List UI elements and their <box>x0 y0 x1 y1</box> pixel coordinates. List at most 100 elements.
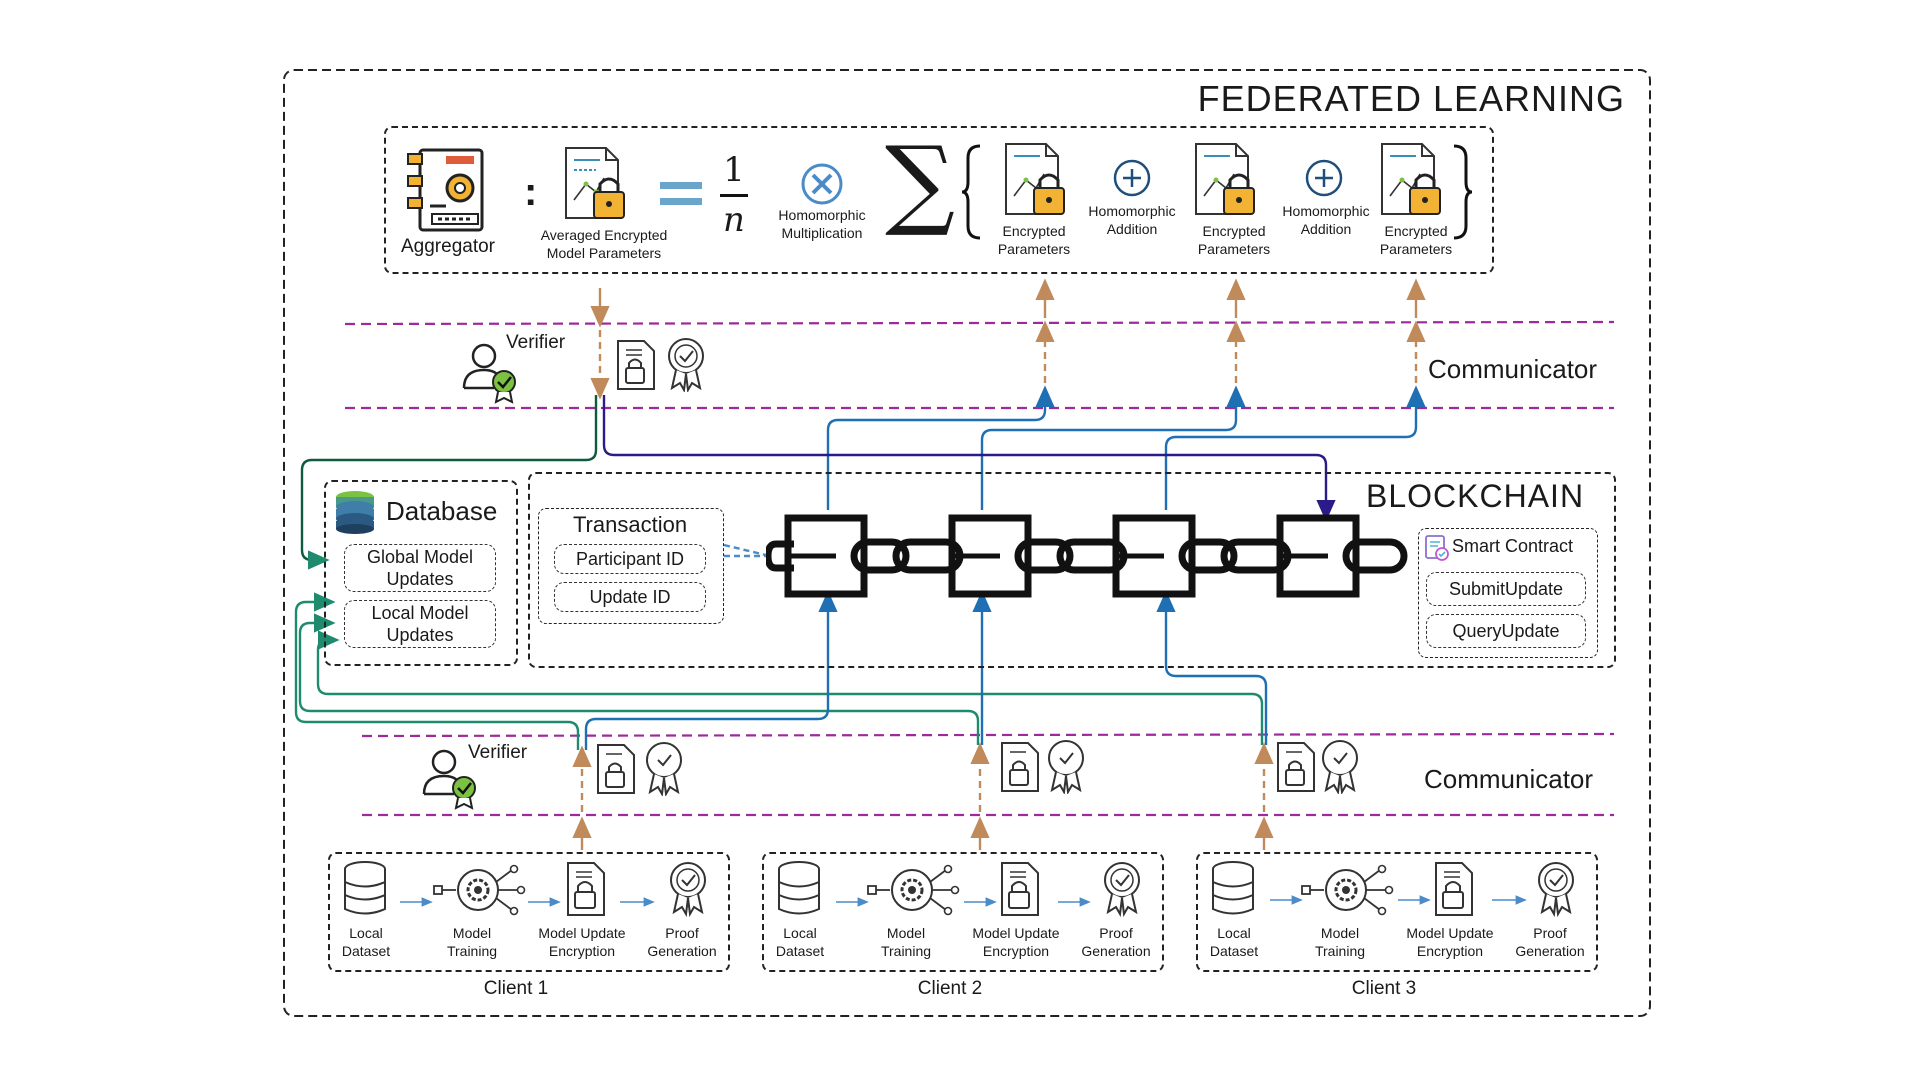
communicator-boundary-lines <box>344 320 1615 817</box>
model-training-label-line2: Training <box>880 943 932 959</box>
proof-generation-label-line2: Generation <box>647 943 717 959</box>
colon-symbol: : <box>524 170 538 214</box>
top-verifier-label: Verifier <box>506 332 566 353</box>
pipeline-arrows <box>400 895 1527 907</box>
proof-generation-label-line1: Proof <box>1099 925 1133 941</box>
local-dataset-label-line1: Local <box>1217 925 1251 941</box>
certificate-badge-icon <box>646 742 682 796</box>
encryption-label-line1: Model Update <box>972 925 1060 941</box>
participant-id-field[interactable]: Participant ID <box>554 544 706 574</box>
encrypted-params-1-line2: Parameters <box>997 241 1071 257</box>
block-to-communicator-lines <box>826 385 1426 510</box>
database-box <box>324 480 518 666</box>
client-box <box>328 852 730 972</box>
query-update-function[interactable]: QueryUpdate <box>1426 614 1586 648</box>
encrypted-proof-icon <box>1001 742 1039 792</box>
aggregation-formula-box <box>384 126 1494 274</box>
model-training-label-line2: Training <box>446 943 498 959</box>
left-brace <box>961 144 981 240</box>
smart-contract-title: Smart Contract <box>1452 536 1574 556</box>
encryption-icon <box>567 862 605 916</box>
verifier-to-block-line <box>602 395 1336 522</box>
local-dataset-label-line2: Dataset <box>341 943 391 959</box>
client-box <box>1196 852 1598 972</box>
certificate-badge-icon <box>1048 740 1084 794</box>
local-dataset-icon <box>344 861 386 915</box>
encrypted-parameters-icon <box>1005 143 1065 215</box>
hom-add-1-line1: Homomorphic <box>1088 203 1176 219</box>
encrypted-proof-icon <box>597 744 635 794</box>
parameters-up-arrows <box>1035 278 1426 395</box>
aggregator-icon <box>407 148 484 232</box>
fraction-bar <box>720 194 748 197</box>
client-to-block-lines <box>584 590 1268 750</box>
proof-generation-label-line1: Proof <box>665 925 699 941</box>
local-dataset-label-line2: Dataset <box>1209 943 1259 959</box>
local-dataset-icon <box>1212 861 1254 915</box>
blockchain-chain <box>766 514 1408 598</box>
certificate-badge-icon <box>668 338 704 392</box>
multiply-icon <box>801 163 843 205</box>
hom-add-2-line2: Addition <box>1300 221 1352 237</box>
database-title: Database <box>386 496 498 526</box>
model-training-label-line1: Model <box>452 925 492 941</box>
encrypted-proof-icon <box>1277 742 1315 792</box>
encryption-icon <box>1001 862 1039 916</box>
hom-mult-label-line2: Multiplication <box>781 225 863 241</box>
submit-update-function[interactable]: SubmitUpdate <box>1426 572 1586 606</box>
encryption-label-line2: Encryption <box>982 943 1050 959</box>
federated-learning-frame <box>283 69 1651 1017</box>
model-training-label-line1: Model <box>886 925 926 941</box>
transaction-link <box>723 543 771 558</box>
blockchain-title: BLOCKCHAIN <box>1366 478 1585 514</box>
model-training-icon <box>1301 864 1394 916</box>
addition-icon <box>1113 159 1151 197</box>
averaged-params-label-line1: Averaged Encrypted <box>540 227 668 243</box>
client-name: Client 1 <box>483 978 549 999</box>
transaction-title: Transaction <box>572 512 688 537</box>
encrypted-params-2-line2: Parameters <box>1197 241 1271 257</box>
proof-generation-icon <box>1538 862 1574 918</box>
hom-add-1-line2: Addition <box>1106 221 1158 237</box>
bottom-verifier-label: Verifier <box>468 742 528 763</box>
encrypted-parameters-icon <box>1195 143 1255 215</box>
client-name: Client 2 <box>917 978 983 999</box>
client-box <box>762 852 1164 972</box>
equals-sign <box>660 182 702 205</box>
local-dataset-label-line1: Local <box>349 925 383 941</box>
verifier-icon <box>462 343 516 404</box>
local-dataset-label-line1: Local <box>783 925 817 941</box>
global-model-updates-line1: Global Model <box>366 547 474 567</box>
verifier-to-database-line <box>300 395 598 570</box>
hom-add-2-line1: Homomorphic <box>1282 203 1370 219</box>
model-training-label-line1: Model <box>1320 925 1360 941</box>
encryption-label-line2: Encryption <box>548 943 616 959</box>
model-training-icon <box>433 864 526 916</box>
averaged-params-label-line2: Model Parameters <box>546 245 662 261</box>
hom-mult-label-line1: Homomorphic <box>778 207 866 223</box>
encrypted-proof-icon <box>617 340 655 390</box>
database-icon <box>336 491 374 534</box>
encrypted-parameters-icon <box>1381 143 1441 215</box>
proof-generation-icon <box>1104 862 1140 918</box>
certificate-badge-icon <box>1322 740 1358 794</box>
proof-generation-icon <box>670 862 706 918</box>
right-brace <box>1453 144 1473 240</box>
global-model-updates-line2: Updates <box>386 569 454 589</box>
sigma-symbol: ∑ <box>885 126 955 240</box>
federated-learning-title: FEDERATED LEARNING <box>1197 78 1625 119</box>
encryption-label-line2: Encryption <box>1416 943 1484 959</box>
update-id-field[interactable]: Update ID <box>554 582 706 612</box>
encryption-icon <box>1435 862 1473 916</box>
encrypted-document-icon <box>565 147 625 219</box>
encrypted-params-2-line1: Encrypted <box>1202 223 1266 239</box>
blockchain-box <box>528 472 1616 668</box>
smart-contract-icon <box>1425 535 1449 561</box>
local-dataset-label-line2: Dataset <box>775 943 825 959</box>
encryption-label-line1: Model Update <box>538 925 626 941</box>
encrypted-params-1-line1: Encrypted <box>1002 223 1066 239</box>
model-training-label-line2: Training <box>1314 943 1366 959</box>
